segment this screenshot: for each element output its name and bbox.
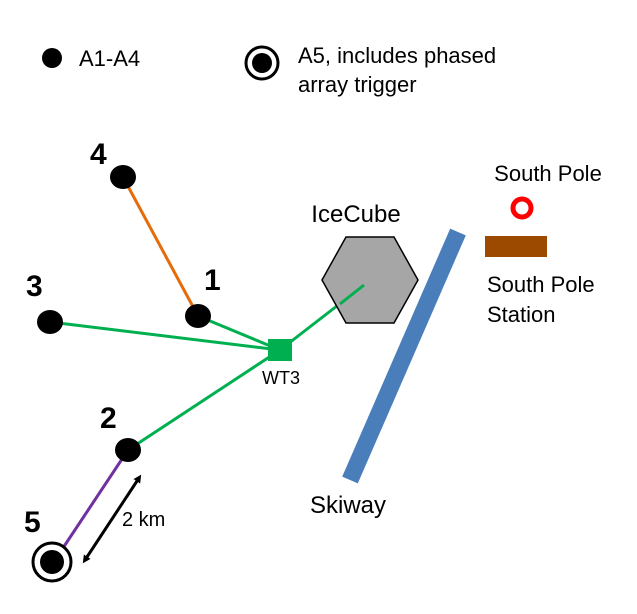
- station-3-dot: [37, 310, 63, 334]
- south-pole-station-label-line2: Station: [487, 302, 556, 327]
- station-4-dot: [110, 165, 136, 189]
- legend-station-icon: [42, 48, 62, 68]
- distance-arrow: [82, 474, 142, 564]
- wt3-square: [268, 339, 292, 361]
- skiway-label: Skiway: [310, 492, 386, 519]
- station-3-label: 3: [26, 270, 43, 303]
- wt3-label: WT3: [262, 368, 300, 388]
- cable-station1-station4: [121, 176, 200, 317]
- cable-wt3-station1: [197, 314, 281, 352]
- south-pole-ring: [510, 196, 534, 220]
- distance-label: 2 km: [122, 509, 165, 531]
- station-5-label: 5: [24, 506, 41, 539]
- cable-wt3-station2: [127, 348, 281, 452]
- station-2-dot: [115, 438, 141, 462]
- south-pole-label: South Pole: [494, 161, 602, 186]
- legend-phased-station-icon-inner: [252, 53, 272, 73]
- legend-small-label: A1-A4: [79, 46, 140, 71]
- icecube-hexagon: [321, 236, 419, 324]
- legend-phased-label-line2: array trigger: [298, 72, 417, 97]
- south-pole-station-building: [485, 236, 547, 257]
- cable-wt3-station3: [49, 320, 281, 352]
- legend-phased-label-line1: A5, includes phased: [298, 43, 496, 68]
- cable-wt3-icecube-tip: [339, 283, 365, 306]
- icecube-label: IceCube: [311, 201, 400, 228]
- station-2-label: 2: [100, 402, 117, 435]
- south-pole-station-label-line1: South Pole: [487, 272, 595, 297]
- station-4-label: 4: [90, 138, 107, 171]
- skiway-bar: [342, 228, 466, 484]
- station-5-dot: [40, 550, 64, 574]
- station-1-dot: [185, 304, 211, 328]
- cable-station2-station5: [53, 449, 130, 561]
- station-1-label: 1: [204, 264, 221, 297]
